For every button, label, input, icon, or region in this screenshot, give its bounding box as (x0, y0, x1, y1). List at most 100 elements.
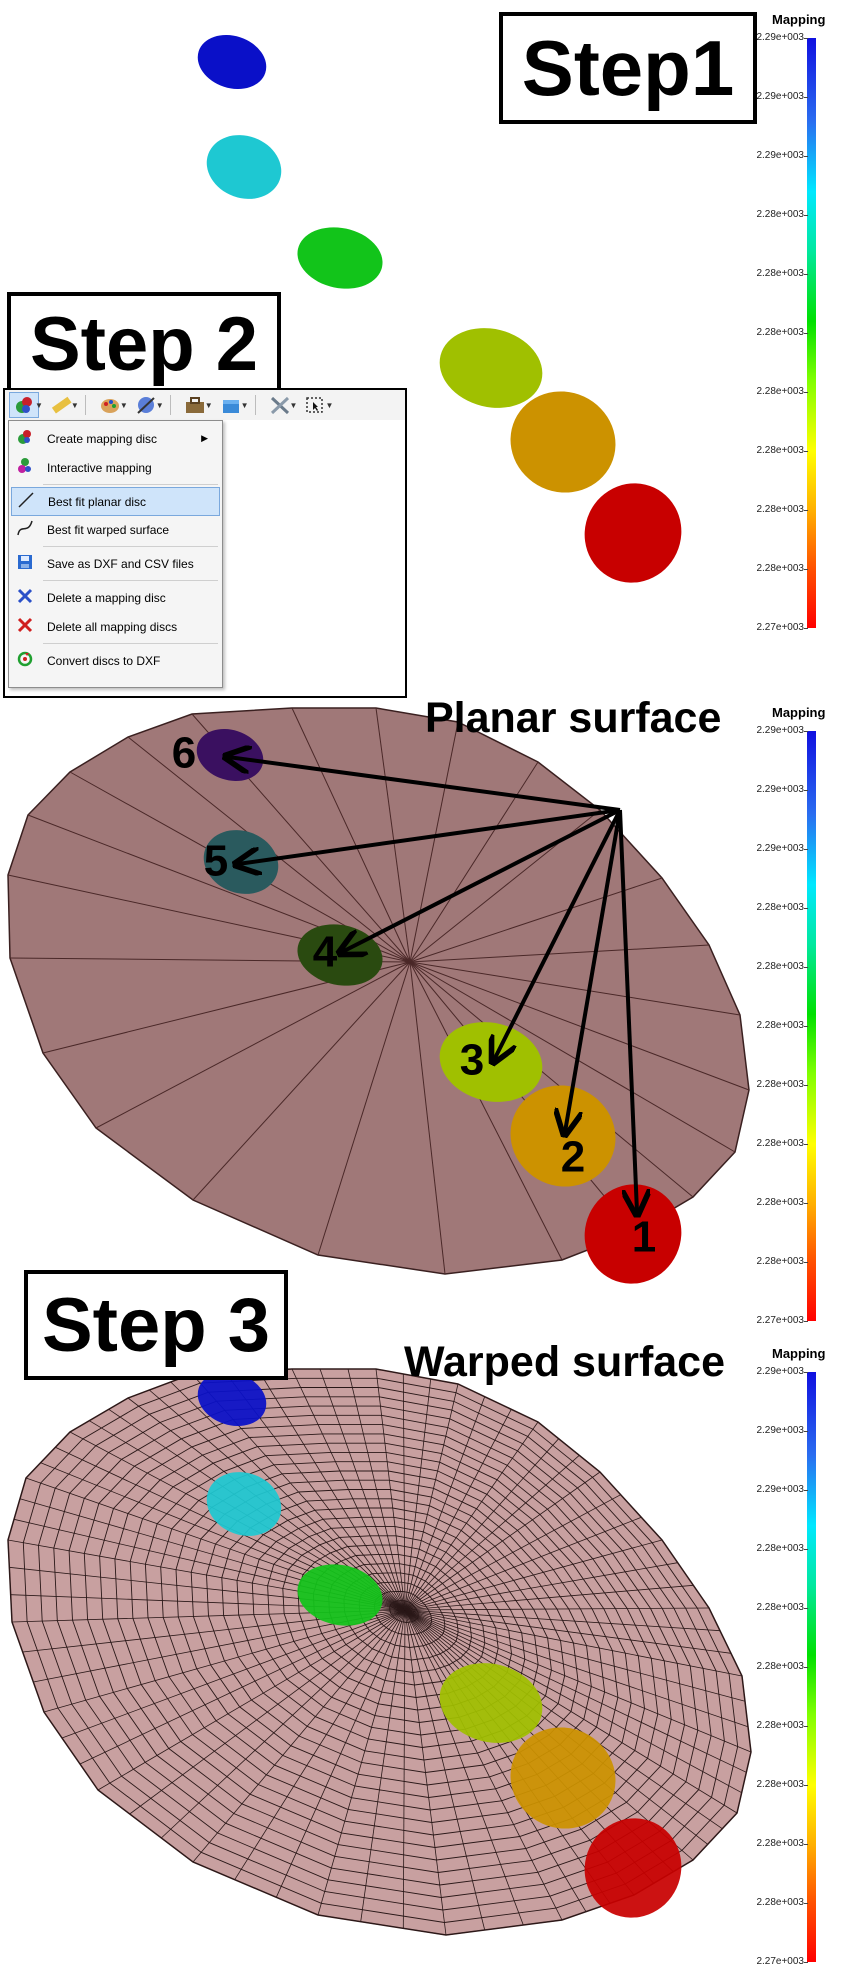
convert-icon (11, 650, 39, 672)
colorbar-tick-label: 2.28e+003 (756, 445, 804, 456)
chevron-down-icon[interactable]: ▼ (325, 400, 334, 410)
warped-radial-edge (61, 1609, 406, 1739)
disc-number-label: 5 (204, 837, 228, 886)
warped-radial-edge (404, 1609, 742, 1794)
warped-surface (7, 1368, 752, 1936)
colorbar-tick-label: 2.29e+003 (756, 725, 804, 736)
box-icon[interactable] (217, 393, 245, 417)
warped-radial-edge (404, 1609, 447, 1936)
warped-radial-edge (404, 1609, 563, 1921)
warped-radial-edge (404, 1609, 747, 1773)
step3-label: Step 3 (24, 1270, 288, 1380)
colorbar-tick-mark (804, 1262, 808, 1263)
planar-radial-edge (291, 707, 411, 963)
colorbar-tick-mark (804, 1962, 808, 1963)
colorbar-tick-label: 2.27e+003 (756, 1315, 804, 1326)
chevron-down-icon[interactable]: ▼ (240, 400, 249, 410)
warped-radial-edge (404, 1609, 732, 1654)
colorbar-tick-mark (804, 97, 808, 98)
warped-radial-edge (170, 1381, 406, 1611)
disc-orange[interactable] (494, 374, 632, 509)
colorbar-tick-label: 2.28e+003 (756, 1020, 804, 1031)
disc-cyan[interactable] (198, 125, 291, 209)
ruler-icon[interactable] (47, 393, 75, 417)
colorbar-tick-label: 2.29e+003 (756, 784, 804, 795)
select-icon[interactable] (301, 393, 329, 417)
colorbar-tick-label: 2.29e+003 (756, 150, 804, 161)
warped-radial-edge (404, 1383, 459, 1611)
chevron-down-icon[interactable]: ▼ (70, 400, 79, 410)
colorbar-tick-mark (804, 333, 808, 334)
submenu-arrow-icon: ▶ (201, 433, 208, 443)
planar-mapping-disc (584, 1184, 682, 1284)
colorbar-title: Mapping (772, 12, 826, 27)
warped-radial-edge (43, 1609, 406, 1713)
chevron-down-icon[interactable]: ▼ (289, 400, 298, 410)
planar-radial-edge (409, 961, 635, 1233)
menu-item-convert-discs-dxf[interactable]: Convert discs to DXF (11, 647, 218, 674)
colorbar-tick-mark (804, 569, 808, 570)
disc-yellowgreen[interactable] (431, 318, 551, 419)
planar-radial-edge (409, 877, 663, 963)
chevron-down-icon[interactable]: ▼ (119, 400, 128, 410)
disc-number-label: 3 (460, 1036, 484, 1085)
planar-line-icon (12, 491, 40, 513)
planar-radial-edge (409, 961, 736, 1153)
warped-radial-edge (404, 1409, 512, 1611)
chevron-down-icon[interactable]: ▼ (204, 400, 213, 410)
colorbar-tick-label: 2.27e+003 (756, 1956, 804, 1967)
warped-radial-edge (404, 1516, 642, 1611)
mapping-disc-icon[interactable] (9, 392, 39, 418)
warped-mapping-disc (584, 1818, 682, 1918)
colorbar-tick-mark (804, 1667, 808, 1668)
warped-radial-edge (404, 1609, 524, 1926)
warped-radial-edge (129, 1609, 406, 1815)
warped-radial-edge (404, 1609, 746, 1702)
toolbar: ▼ ▼ ▼ ▼ ▼ ▼ ▼ ▼ (5, 390, 405, 420)
colorbar-tick-label: 2.28e+003 (756, 1602, 804, 1613)
pointer-arrow (228, 757, 621, 812)
disc-green[interactable] (292, 220, 389, 297)
colorbar-tick-label: 2.28e+003 (756, 504, 804, 515)
menu-item-save-dxf-csv[interactable]: Save as DXF and CSV files (11, 550, 218, 577)
step2-label: Step 2 (7, 292, 281, 396)
menu-item-best-fit-planar-disc[interactable]: Best fit planar disc (11, 487, 220, 516)
colorbar-tick-mark (804, 1726, 808, 1727)
colorbar-tick-mark (804, 1903, 808, 1904)
colorbar-tick-label: 2.28e+003 (756, 1256, 804, 1267)
colorbar-tick-mark (804, 1608, 808, 1609)
colorbar-tick-label: 2.28e+003 (756, 1838, 804, 1849)
colorbar-tick-label: 2.28e+003 (756, 902, 804, 913)
menu-item-best-fit-warped-surface[interactable]: Best fit warped surface (11, 516, 218, 543)
toolbox-icon[interactable] (181, 393, 209, 417)
menu-item-create-mapping-disc[interactable]: Create mapping disc ▶ (11, 425, 218, 452)
palette-icon[interactable] (96, 393, 124, 417)
planar-radial-edge (409, 961, 741, 1016)
colorbar-tick-mark (804, 1085, 808, 1086)
menu-item-interactive-mapping[interactable]: Interactive mapping (11, 454, 218, 481)
mapping-disc-icon (11, 428, 39, 450)
warped-radial-edge (161, 1609, 406, 1839)
colorbar-tick-mark (804, 908, 808, 909)
planar-radial-edge (95, 961, 411, 1129)
warped-radial-edge (317, 1609, 406, 1916)
pointer-arrow (238, 808, 621, 864)
warped-radial-edge (319, 1368, 406, 1611)
disc-red[interactable] (568, 467, 697, 598)
disc-number-label: 1 (632, 1213, 656, 1262)
menu-item-delete-mapping-disc[interactable]: Delete a mapping disc (11, 584, 218, 611)
menu-item-delete-all-mapping-discs[interactable]: Delete all mapping discs (11, 613, 218, 640)
warped-radial-edge (404, 1609, 587, 1912)
warped-radial-edge (404, 1562, 678, 1611)
warped-radial-edge (404, 1609, 749, 1728)
colorize-icon[interactable] (132, 393, 160, 417)
colorbar-tick-mark (804, 1026, 808, 1027)
chevron-down-icon[interactable]: ▼ (35, 400, 43, 410)
chevron-down-icon[interactable]: ▼ (155, 400, 164, 410)
colorbar-tick-label: 2.28e+003 (756, 1779, 804, 1790)
disc-blue[interactable] (191, 26, 274, 97)
save-icon (11, 553, 39, 575)
colorbar-tick-label: 2.28e+003 (756, 386, 804, 397)
tools-icon[interactable] (266, 393, 294, 417)
colorbar-tick-label: 2.29e+003 (756, 32, 804, 43)
